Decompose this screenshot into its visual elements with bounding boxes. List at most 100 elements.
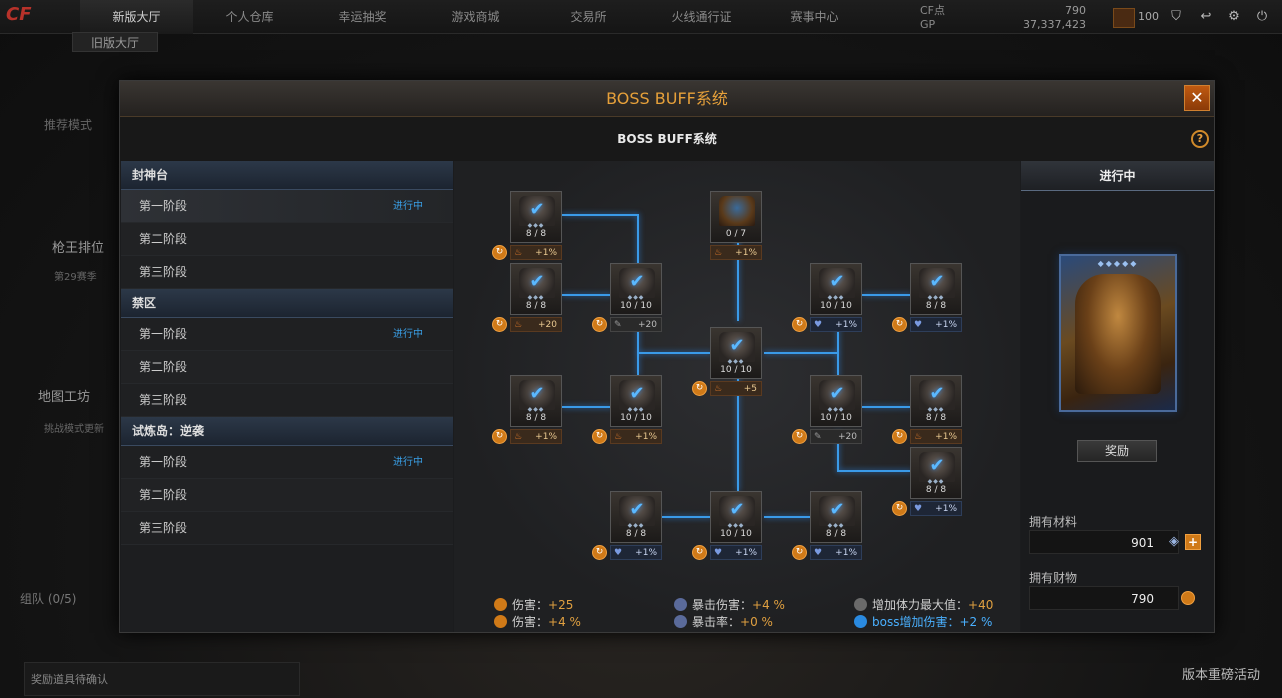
upgrade-icon[interactable]: ↻ (692, 545, 707, 560)
crit-icon (674, 598, 687, 611)
buff-tree-node[interactable]: ✔◆◆◆10 / 10 (610, 375, 662, 427)
stage-row[interactable]: 第三阶段 (121, 256, 453, 289)
star-icon: ◆◆◆ (527, 222, 545, 229)
upgrade-icon[interactable]: ↻ (492, 245, 507, 260)
bonus-bar: ♥+1% (810, 545, 862, 560)
upgrade-icon[interactable]: ↻ (892, 317, 907, 332)
bonus-bar: ♨+20 (510, 317, 562, 332)
star-icon: ◆◆◆ (527, 406, 545, 413)
upgrade-icon[interactable]: ↻ (592, 317, 607, 332)
connector-line (837, 431, 912, 472)
gear-icon[interactable]: ⚙ (1228, 9, 1240, 24)
upgrade-icon[interactable]: ↻ (692, 381, 707, 396)
node-portrait (919, 380, 955, 410)
buff-tree-node[interactable]: ✔◆◆◆8 / 8 (510, 375, 562, 427)
buff-tree-node[interactable]: ✔◆◆◆8 / 8 (910, 375, 962, 427)
buff-tree-node[interactable]: ✔◆◆◆8 / 8 (910, 263, 962, 315)
node-count: 8 / 8 (825, 529, 847, 539)
buff-tree-node[interactable]: ✔◆◆◆10 / 10 (610, 263, 662, 315)
season-label: 第29赛季 (54, 272, 97, 283)
bonus-value: +1% (835, 320, 857, 330)
nav-lottery[interactable]: 幸运抽奖 (338, 10, 387, 24)
star-icon: ◆◆◆ (627, 294, 645, 301)
shield-icon[interactable]: ⛉ (1171, 9, 1181, 24)
bonus-bar: ♨+1% (710, 245, 762, 260)
stage-row[interactable]: 第一阶段 进行中 (121, 190, 453, 223)
summary-damage-pct: 伤害：+4 % (494, 614, 581, 630)
power-icon[interactable]: ⏻ (1256, 9, 1268, 24)
materials-value: 901 (1131, 536, 1154, 550)
boss-tree-node[interactable]: 0 / 7 (710, 191, 762, 243)
summary-label: 暴击伤害： (692, 598, 753, 612)
summary-value: +4 % (548, 615, 581, 629)
crystal-icon: ◈ (1169, 534, 1179, 549)
stage-row[interactable]: 第三阶段 (121, 512, 453, 545)
bonus-value: +1% (535, 432, 557, 442)
upgrade-icon[interactable]: ↻ (492, 317, 507, 332)
hp-icon (854, 598, 867, 611)
buff-tree-node[interactable]: ✔◆◆◆10 / 10 (710, 327, 762, 379)
nav-exchange[interactable]: 交易所 (570, 10, 607, 24)
hp-icon: ✎ (614, 320, 622, 330)
star-icon: ◆◆◆ (627, 406, 645, 413)
return-icon[interactable]: ↩ (1200, 9, 1212, 24)
upgrade-icon[interactable]: ↻ (592, 545, 607, 560)
checkmark-icon: ✔ (529, 271, 545, 292)
boss-card[interactable]: ◆◆◆◆◆ (1059, 254, 1177, 412)
upgrade-icon[interactable]: ↻ (892, 429, 907, 444)
buff-tree-node[interactable]: ✔◆◆◆8 / 8 (510, 263, 562, 315)
buff-tree-node[interactable]: ✔◆◆◆8 / 8 (510, 191, 562, 243)
version-event-banner[interactable]: 版本重磅活动 (1181, 668, 1260, 683)
stage-row[interactable]: 第一阶段 进行中 (121, 318, 453, 351)
buff-tree-node[interactable]: ✔◆◆◆8 / 8 (810, 491, 862, 543)
modal-subheader: BOSS BUFF系统 ? (120, 117, 1214, 161)
node-portrait (819, 380, 855, 410)
checkmark-icon: ✔ (629, 271, 645, 292)
stage-row[interactable]: 第二阶段 (121, 351, 453, 384)
buff-tree-node[interactable]: ✔◆◆◆8 / 8 (610, 491, 662, 543)
modal-header: BOSS BUFF系统 ✕ (120, 81, 1214, 117)
stage-row[interactable]: 第二阶段 (121, 223, 453, 256)
bonus-bar: ♥+1% (610, 545, 662, 560)
wealth-label: 拥有财物 (1029, 571, 1078, 585)
summary-value: +4 % (752, 598, 785, 612)
star-icon: ◆◆◆ (927, 294, 945, 301)
buff-tree-node[interactable]: ✔◆◆◆10 / 10 (810, 263, 862, 315)
stage-label: 第三阶段 (139, 521, 188, 535)
stage-row[interactable]: 第三阶段 (121, 384, 453, 417)
node-bonus: ↻♨+1% (492, 245, 564, 260)
close-button[interactable]: ✕ (1184, 85, 1210, 111)
nav-old-lobby[interactable]: 旧版大厅 (72, 32, 158, 52)
node-bonus: ↻♨+5 (692, 381, 764, 396)
reward-confirm-bar[interactable]: 奖励道具待确认 (24, 662, 300, 696)
nav-battle-pass[interactable]: 火线通行证 (671, 10, 732, 24)
upgrade-icon[interactable]: ↻ (792, 317, 807, 332)
summary-damage: 伤害：+25 (494, 597, 573, 613)
checkmark-icon: ✔ (829, 499, 845, 520)
upgrade-icon[interactable]: ↻ (792, 545, 807, 560)
help-icon[interactable]: ? (1191, 130, 1209, 148)
nav-warehouse[interactable]: 个人仓库 (225, 10, 274, 24)
star-icon: ◆◆◆◆◆ (1097, 259, 1139, 268)
upgrade-icon[interactable]: ↻ (592, 429, 607, 444)
stage-status: 进行中 (393, 201, 423, 212)
heart-icon: ♥ (914, 504, 923, 514)
bonus-bar: ♨+1% (610, 429, 662, 444)
add-materials-button[interactable]: + (1185, 534, 1201, 550)
node-portrait (619, 268, 655, 298)
nav-new-lobby[interactable]: 新版大厅 (80, 0, 193, 34)
rank-badge-icon[interactable] (1113, 8, 1135, 28)
nav-shop[interactable]: 游戏商城 (451, 10, 500, 24)
node-count: 8 / 8 (925, 485, 947, 495)
reward-button[interactable]: 奖励 (1077, 440, 1157, 462)
buff-tree-node[interactable]: ✔◆◆◆8 / 8 (910, 447, 962, 499)
buff-tree-node[interactable]: ✔◆◆◆10 / 10 (810, 375, 862, 427)
stage-row[interactable]: 第二阶段 (121, 479, 453, 512)
buff-tree-node[interactable]: ✔◆◆◆10 / 10 (710, 491, 762, 543)
stage-row[interactable]: 第一阶段 进行中 (121, 446, 453, 479)
upgrade-icon[interactable]: ↻ (492, 429, 507, 444)
background-left-panel: 推荐模式 枪王排位 第29赛季 地图工坊 挑战模式更新 (20, 112, 120, 632)
nav-event-center[interactable]: 赛事中心 (790, 10, 839, 24)
upgrade-icon[interactable]: ↻ (792, 429, 807, 444)
upgrade-icon[interactable]: ↻ (892, 501, 907, 516)
